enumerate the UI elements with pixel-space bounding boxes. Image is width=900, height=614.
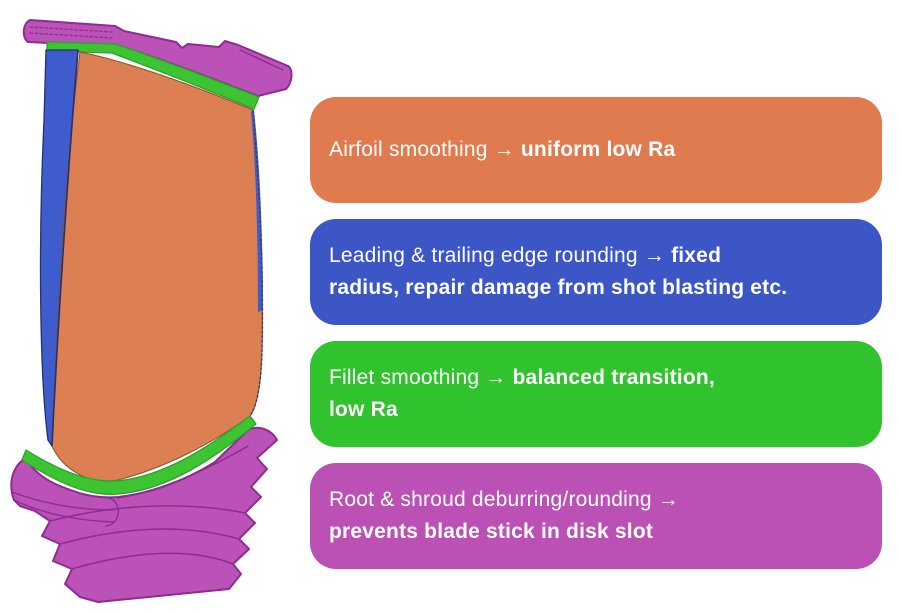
callout-text-segment: low Ra [329,398,398,421]
turbine-blade-svg [10,19,293,603]
callout-text: Fillet smoothing → balanced transition, l… [329,362,715,426]
callout-edge-rounding: Leading & trailing edge rounding → fixed… [310,219,882,325]
callout-text-segment: Root & shroud deburring/rounding → [329,488,680,511]
callout-text: Leading & trailing edge rounding → fixed… [329,240,787,304]
blade-root [10,426,278,603]
callout-text-segment: balanced transition, [512,366,715,389]
blade-trailing-edge [251,110,263,312]
callout-list: Airfoil smoothing → uniform low Ra Leadi… [310,0,882,609]
airfoil-edge-line-right [249,109,264,417]
callout-fillet-smoothing: Fillet smoothing → balanced transition, l… [310,341,882,447]
callout-text: Airfoil smoothing → uniform low Ra [329,134,675,166]
callout-text-segment: Fillet smoothing → [329,366,513,389]
blade-illustration [0,0,300,609]
blade-airfoil [51,51,263,482]
airfoil-edge-line-left [51,49,79,447]
callout-text-segment: Leading & trailing edge rounding → [329,244,672,267]
callout-text-segment: fixed [671,244,722,267]
blade-fillet-bottom [21,415,257,495]
callout-root-shroud-deburring: Root & shroud deburring/rounding → preve… [310,463,882,569]
callout-text-segment: Airfoil smoothing → [329,138,521,161]
callout-text-segment: radius, repair damage from shot blasting… [329,276,788,299]
callout-text: Root & shroud deburring/rounding → preve… [329,484,679,548]
callout-airfoil-smoothing: Airfoil smoothing → uniform low Ra [310,97,882,203]
callout-text-segment: prevents blade stick in disk slot [329,520,654,543]
callout-text-segment: uniform low Ra [520,138,676,161]
blade-fillet-top [46,41,260,110]
